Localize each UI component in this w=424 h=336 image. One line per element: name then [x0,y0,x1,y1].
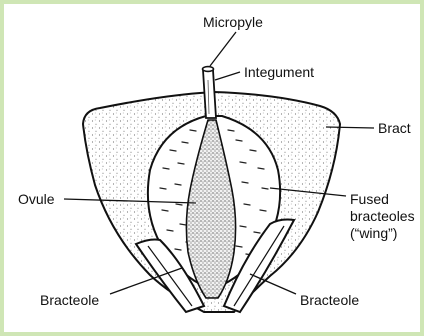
micropyle-label: Micropyle [203,14,263,30]
ovule-bract-diagram: Micropyle Integument Bract Ovule Fused b… [4,4,420,332]
fused-bracteoles-label-line1: Fused [350,191,389,207]
bracteole-left-label: Bracteole [40,292,99,308]
fused-bracteoles-label-line2: bracteoles [350,208,415,224]
ovule-label: Ovule [18,191,55,207]
bract-label: Bract [378,120,411,136]
diagram-canvas: Micropyle Integument Bract Ovule Fused b… [4,4,420,332]
integument-label: Integument [244,64,314,80]
bracteole-right-label: Bracteole [300,292,359,308]
micropyle-leader [210,32,236,66]
micropyle-tip [203,67,214,72]
fused-bracteoles-label-line3: (“wing”) [350,225,397,241]
integument-neck [203,70,216,118]
integument-leader [215,72,240,80]
